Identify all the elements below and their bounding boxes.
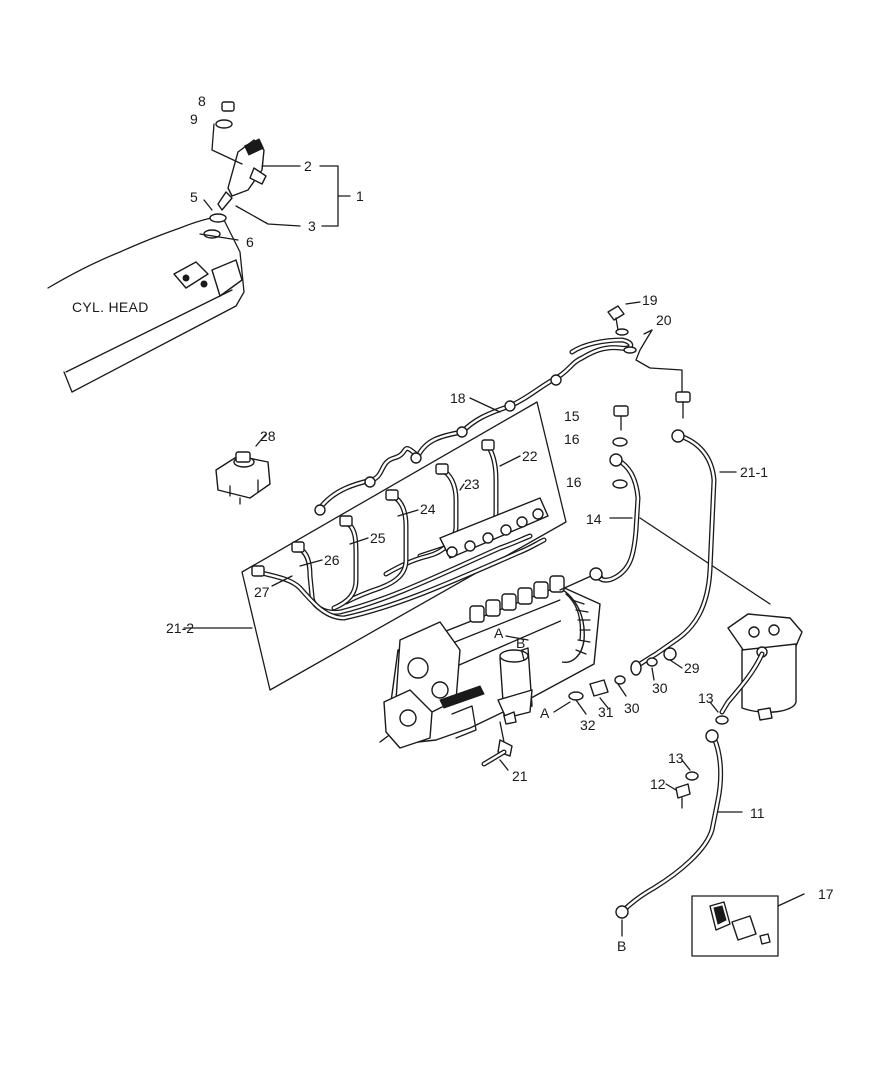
washer-9: [215, 119, 233, 129]
injection-pipes-22-27: [251, 439, 549, 621]
callout-9: 9: [190, 111, 198, 127]
fuel-filter: [727, 613, 803, 721]
callout-13-lower: 13: [668, 750, 684, 766]
banjo-bolt-15: [613, 405, 629, 431]
callout-23: 23: [464, 476, 480, 492]
pump-port-b-label: B: [516, 635, 525, 651]
injector-nozzle: [203, 101, 267, 239]
callout-25: 25: [370, 530, 386, 546]
washer-5: [209, 213, 227, 223]
washer-16b: [612, 479, 628, 489]
callout-21-1: 21-1: [740, 464, 768, 480]
callout-13-upper: 13: [698, 690, 714, 706]
clip-set-outline: [691, 895, 779, 957]
callout-16-upper: 16: [564, 431, 580, 447]
callout-8: 8: [198, 93, 206, 109]
callout-27: 27: [254, 584, 270, 600]
callout-6: 6: [246, 234, 254, 250]
banjo-bolt-19: [607, 305, 637, 354]
callout-14: 14: [586, 511, 602, 527]
callout-26: 26: [324, 552, 340, 568]
cylinder-head: [47, 215, 245, 393]
callout-30-upper: 30: [652, 680, 668, 696]
nut-8: [221, 101, 235, 112]
callout-29: 29: [684, 660, 700, 676]
banjo-21: [481, 739, 513, 767]
callout-21-2: 21-2: [166, 620, 194, 636]
injection-pump: [379, 571, 605, 749]
callout-18: 18: [450, 390, 466, 406]
cyl-head-label: CYL. HEAD: [72, 299, 149, 315]
washer-16a: [612, 437, 628, 447]
part-28-bracket: [215, 451, 271, 505]
ref-a-label: A: [540, 705, 550, 721]
callout-11: 11: [750, 805, 765, 821]
callout-22: 22: [522, 448, 538, 464]
injection-pipe-set-outline: [241, 401, 567, 691]
fuel-pipe-14: [589, 453, 641, 583]
callout-21: 21: [512, 768, 528, 784]
callout-19: 19: [642, 292, 658, 308]
fuel-pipe-11: [615, 651, 765, 919]
callout-3: 3: [308, 218, 316, 234]
ref-b-label: B: [617, 938, 626, 954]
fuel-pipe-21-1: [631, 429, 717, 671]
clip-17: [709, 901, 771, 945]
fittings-29-32: [568, 647, 677, 701]
callout-31: 31: [598, 704, 614, 720]
callout-12: 12: [650, 776, 666, 792]
callout-16-lower: 16: [566, 474, 582, 490]
callout-1: 1: [356, 188, 364, 204]
callout-2: 2: [304, 158, 312, 174]
callout-5: 5: [190, 189, 198, 205]
banjo-bolt-top: [675, 391, 691, 419]
callout-30-lower: 30: [624, 700, 640, 716]
callout-24: 24: [420, 501, 436, 517]
pump-port-a-label: A: [494, 625, 504, 641]
callout-15: 15: [564, 408, 580, 424]
callout-32: 32: [580, 717, 596, 733]
callout-17: 17: [818, 886, 834, 902]
callout-20: 20: [656, 312, 672, 328]
callout-28: 28: [260, 428, 276, 444]
